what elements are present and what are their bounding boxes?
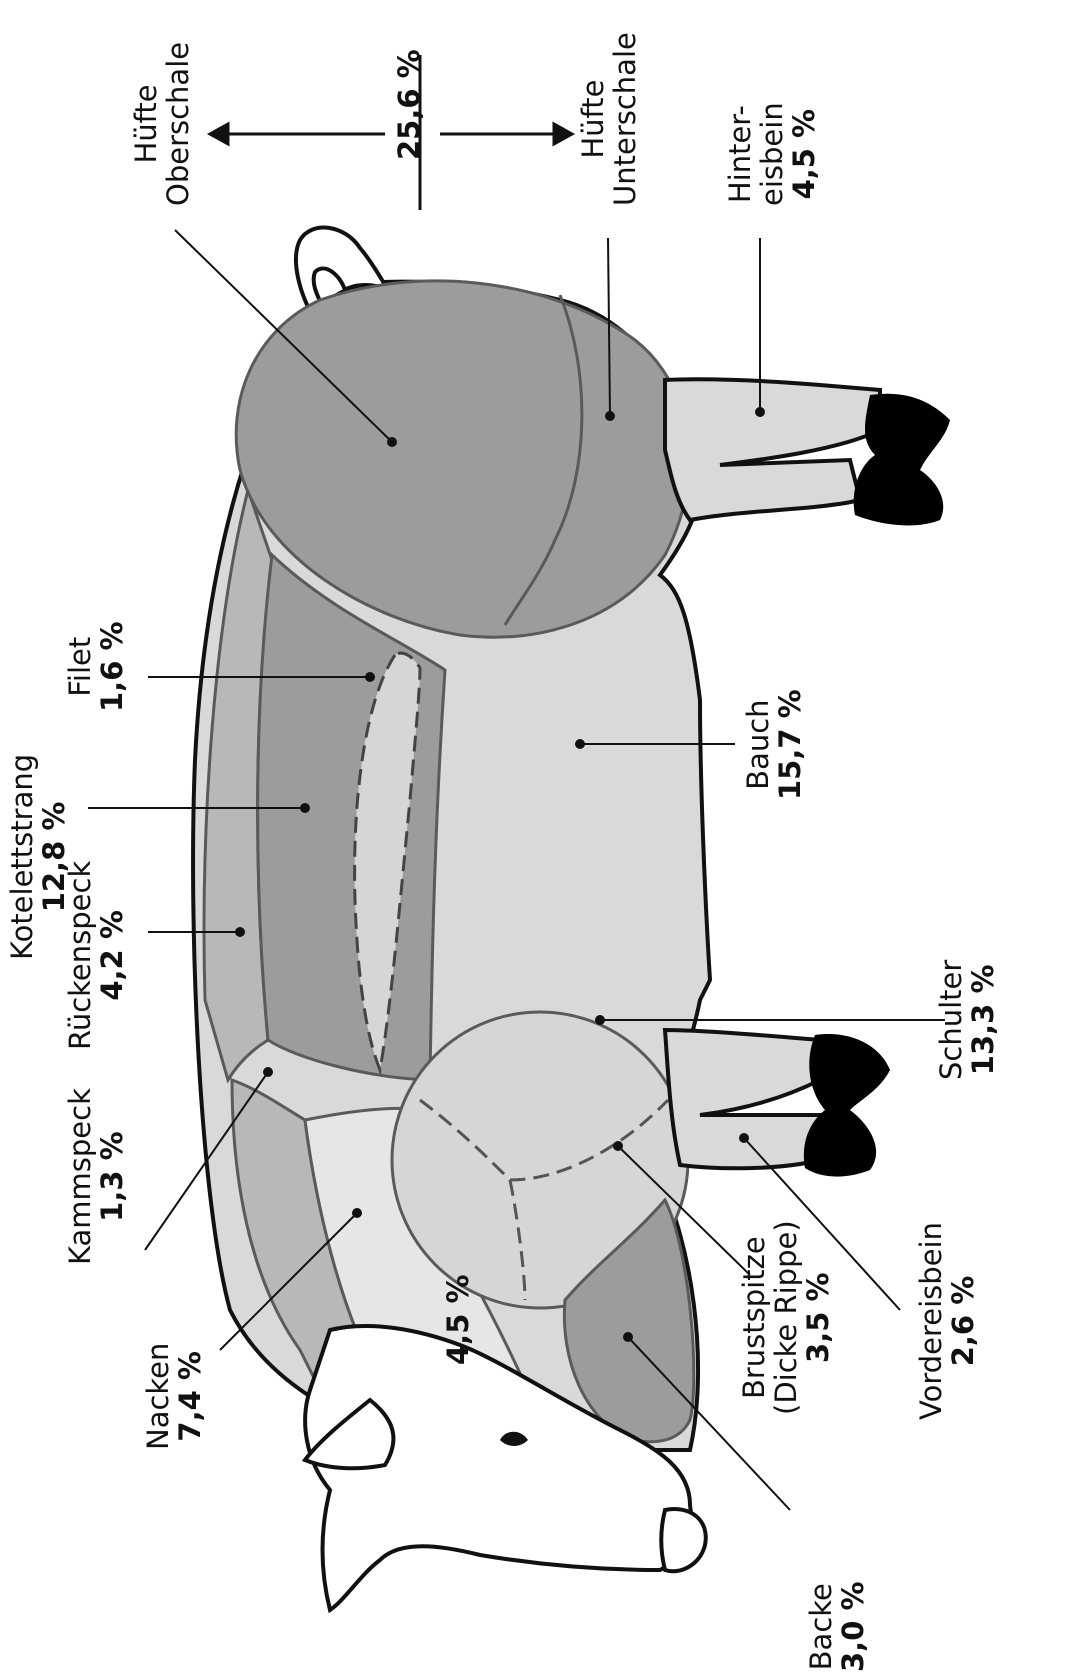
label-rueckenspeck: Rückenspeck 4,2 % [64,861,128,1050]
label-kopf-percent: 4,5 % [442,1274,474,1365]
label-nacken-name: Nacken [142,1343,174,1450]
label-vordereisbein-name: Vordereisbein [915,1222,947,1420]
label-kotelettstrang-name: Kotelettstrang [6,754,38,960]
label-filet-percent: 1,6 % [96,621,128,712]
label-kammspeck: Kammspeck 1,3 % [64,1088,128,1265]
label-bauch-percent: 15,7 % [774,689,806,800]
label-schulter: Schulter 13,3 % [935,960,999,1080]
label-rueckenspeck-name: Rückenspeck [64,861,96,1050]
label-nacken: Nacken 7,4 % [142,1343,206,1450]
label-vordereisbein-percent: 2,6 % [947,1276,979,1367]
label-huefte-oberschale-line2: Oberschale [162,42,194,206]
label-hintereisbein-line1: Hinter- [724,105,756,203]
label-kopf: 4,5 % [442,1274,474,1365]
label-brustspitze-line2: (Dicke Rippe) [770,1220,802,1415]
label-kotelettstrang: Kotelettstrang 12,8 % [6,754,70,960]
label-backe: Backe 3,0 % [805,1581,869,1672]
label-bauch-name: Bauch [742,699,774,789]
front-hoof [804,1034,890,1177]
hind-leg [665,379,880,520]
label-huefte-total: 25,6 % [393,49,425,160]
label-hintereisbein-percent: 4,5 % [788,109,820,200]
label-backe-name: Backe [805,1583,837,1670]
huefte-total-arrow-horizontal [210,124,572,144]
hind-hoof [854,394,950,526]
label-hintereisbein-line2: eisbein [756,102,788,206]
label-kammspeck-name: Kammspeck [64,1088,96,1265]
label-filet-name: Filet [64,637,96,697]
front-leg [665,1030,820,1168]
label-rueckenspeck-percent: 4,2 % [96,910,128,1001]
label-huefte-unterschale-line2: Unterschale [609,32,641,206]
label-huefte-total-percent: 25,6 % [393,49,425,160]
label-hintereisbein: Hinter- eisbein 4,5 % [724,102,820,206]
label-brustspitze-percent: 3,5 % [802,1272,834,1363]
label-huefte-unterschale-line1: Hüfte [577,80,609,159]
label-brustspitze: Brustspitze (Dicke Rippe) 3,5 % [738,1220,834,1415]
label-schulter-name: Schulter [935,960,967,1080]
label-schulter-percent: 13,3 % [967,964,999,1075]
pig-snout [661,1509,706,1571]
label-bauch: Bauch 15,7 % [742,689,806,800]
label-nacken-percent: 7,4 % [174,1351,206,1442]
label-huefte-oberschale-line1: Hüfte [130,84,162,163]
label-brustspitze-line1: Brustspitze [738,1236,770,1399]
label-vordereisbein: Vordereisbein 2,6 % [915,1222,979,1420]
label-filet: Filet 1,6 % [64,621,128,712]
label-huefte-oberschale: Hüfte Oberschale [130,42,194,206]
label-huefte-unterschale: Hüfte Unterschale [577,32,641,206]
label-backe-percent: 3,0 % [837,1581,869,1672]
label-kammspeck-percent: 1,3 % [96,1131,128,1222]
